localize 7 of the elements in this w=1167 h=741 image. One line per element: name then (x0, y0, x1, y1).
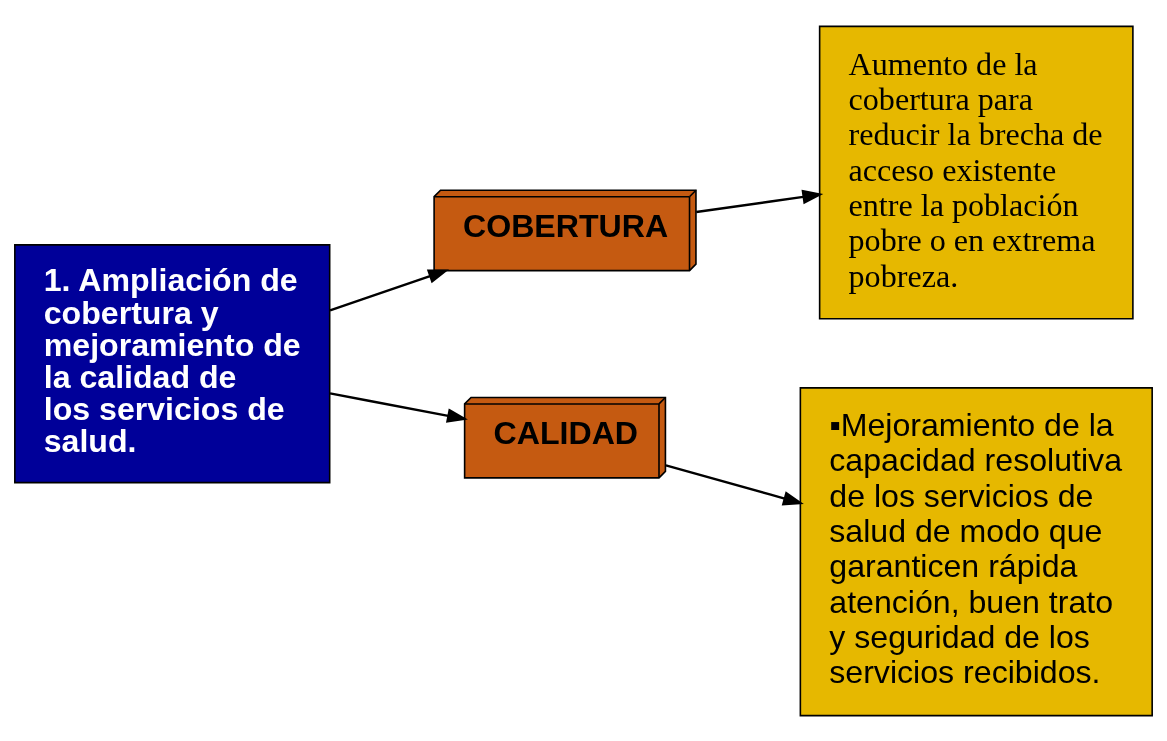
node-box: 1. Ampliación de cobertura y mejoramiento de la calidad de los servicios de salud. (14, 243, 331, 483)
arrow (329, 268, 450, 311)
node-box: ▪Mejoramiento de la capacidad resolutiva de los servicios de salud de modo que garanticen rápida atención, buen trato y seguridad de los servicios recibidos. (799, 386, 1153, 716)
arrow (696, 189, 824, 213)
arrow (665, 463, 804, 505)
arrow (329, 391, 468, 423)
node-box: Aumento de la cobertura para reducir la brecha de acceso existente entre la población pobre o en extrema pobreza. (818, 25, 1134, 320)
